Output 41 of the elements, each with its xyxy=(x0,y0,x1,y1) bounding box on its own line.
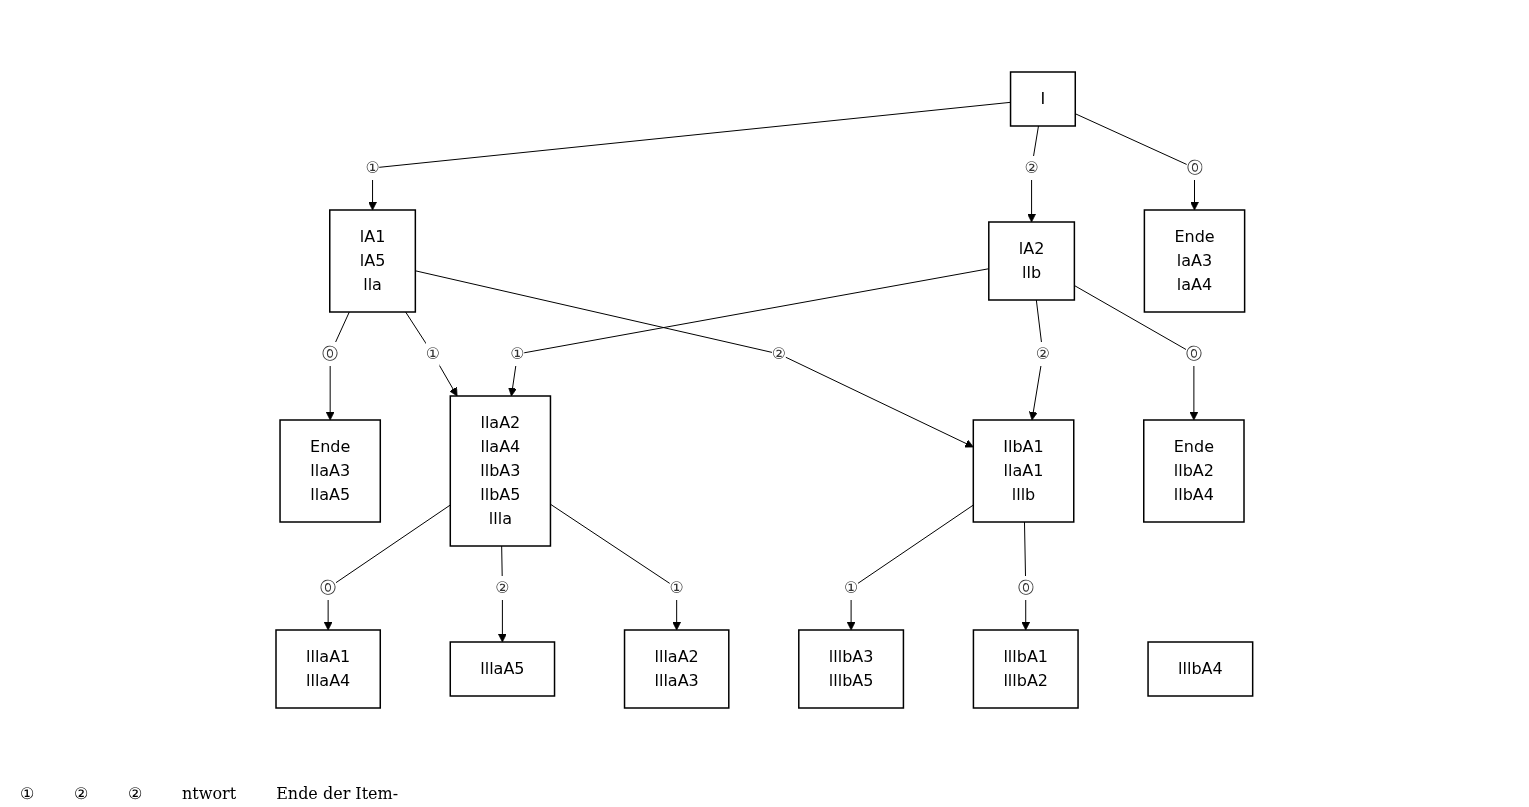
arrow xyxy=(846,504,974,631)
node-box: lllaA1 lllaA4 xyxy=(275,629,382,709)
note-text: ntwort xyxy=(182,784,237,803)
edge-label: ⓪ xyxy=(1186,344,1203,363)
edge-label: ⓪ xyxy=(320,578,337,597)
edge-label: ① xyxy=(510,344,525,363)
note-text: Ende der Item- xyxy=(276,784,399,803)
note-text: ② xyxy=(74,784,88,803)
node-box: lA2 llb xyxy=(988,221,1076,301)
arrow xyxy=(405,311,458,397)
node-box: Ende laA3 laA4 xyxy=(1143,209,1246,313)
node-box: Ende llbA2 llbA4 xyxy=(1143,419,1245,523)
node-box: lllbA3 lllbA5 xyxy=(798,629,905,709)
edge-label: ⓪ xyxy=(1186,158,1203,177)
arrow xyxy=(415,270,974,448)
arrow xyxy=(550,503,682,631)
note-text: ① xyxy=(20,784,34,803)
edge-label: ② xyxy=(772,344,787,363)
node-box: lllaA2 lllaA3 xyxy=(623,629,730,709)
edge-label: ① xyxy=(425,344,441,363)
node-box: I xyxy=(1009,71,1077,127)
edge-label: ⓪ xyxy=(322,344,339,363)
node-box: IlbA1 llaA1 lllb xyxy=(972,419,1075,523)
edge-label: ② xyxy=(1024,158,1039,177)
edge-label: ① xyxy=(365,158,380,177)
edge-label: ② xyxy=(495,578,510,597)
arrow xyxy=(1074,285,1199,421)
node-box: llaA2 llaA4 llbA3 llbA5 llla xyxy=(449,395,552,547)
node-box: lllbA1 lllbA2 xyxy=(972,629,1079,709)
node-box: lllbA4 xyxy=(1147,641,1254,697)
edge-label: ① xyxy=(844,578,859,597)
node-box: lllaA5 xyxy=(449,641,556,697)
note-text: ② xyxy=(128,784,142,803)
arrow xyxy=(1029,299,1044,421)
arrow xyxy=(323,504,451,631)
node-box: lA1 lA5 lla xyxy=(329,209,417,313)
edge-label: ① xyxy=(669,578,684,597)
arrow xyxy=(1021,521,1031,631)
edge-label: ② xyxy=(1035,344,1051,363)
node-box: Ende llaA3 llaA5 xyxy=(279,419,382,523)
edge-label: ⓪ xyxy=(1017,578,1034,597)
